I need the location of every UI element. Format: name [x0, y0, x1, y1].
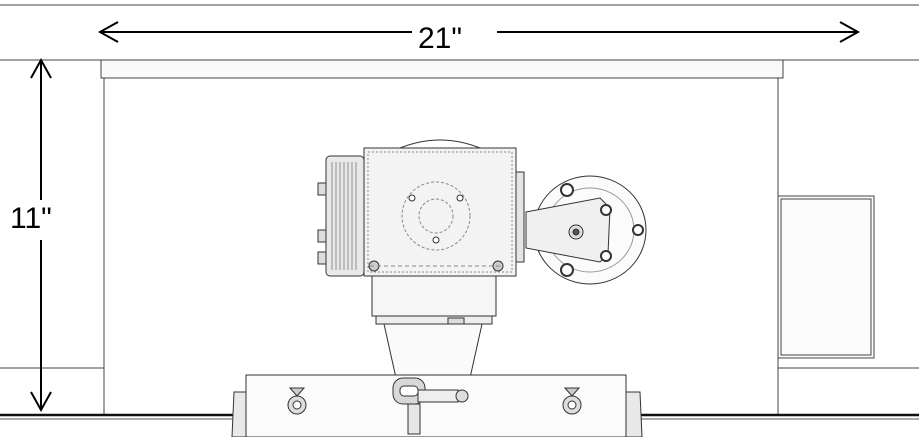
base-right-clamp [626, 392, 642, 437]
side-panel-inner [781, 199, 871, 355]
crank-bolt-lower-right [601, 251, 611, 261]
center-flange [402, 182, 470, 250]
crank-bolt-top [561, 184, 573, 196]
width-dimension-label: 21" [412, 22, 469, 56]
enclosure [0, 5, 919, 415]
crank-assembly [526, 176, 646, 284]
wing-nut-right [563, 388, 581, 414]
base-bracket [232, 375, 642, 437]
crank-hub-center [573, 229, 579, 235]
side-flange-strip [516, 172, 524, 262]
flange-bolt-2 [457, 195, 463, 201]
end-cap-bolt-low [318, 252, 326, 264]
base-left-clamp [232, 392, 246, 437]
gear-motor [318, 140, 524, 332]
motor-fins [332, 162, 356, 270]
gearbox-inner-outline [368, 152, 512, 272]
flange-bolt-1 [409, 195, 415, 201]
wing-nut-left [288, 388, 306, 414]
height-dimension-label: 11" [4, 202, 58, 236]
width-arrow-right-head [839, 21, 861, 43]
gearbox-base-plate [376, 316, 492, 324]
end-cap-bolt-top [318, 183, 326, 195]
support-column [384, 324, 482, 378]
gearbox-lower-block [372, 276, 496, 316]
motor-end-cap [326, 156, 364, 276]
column-taper [384, 324, 482, 378]
height-arrow-bottom-head [30, 391, 52, 413]
width-dimension [97, 21, 861, 43]
top-rail [101, 60, 783, 78]
crank-bolt-bottom [561, 264, 573, 276]
crank-bolt-upper-right [601, 205, 611, 215]
clamp-handle [393, 378, 468, 434]
motor-dome [400, 140, 480, 148]
end-cap-bolt-mid [318, 230, 326, 242]
height-dimension [30, 57, 52, 413]
center-bore [419, 199, 453, 233]
gearbox-body [364, 148, 516, 276]
height-arrow-top-head [30, 57, 52, 79]
crank-bolt-right [633, 225, 643, 235]
side-panel [778, 196, 874, 358]
flange-bolt-3 [433, 237, 439, 243]
width-arrow-left-head [97, 21, 119, 43]
